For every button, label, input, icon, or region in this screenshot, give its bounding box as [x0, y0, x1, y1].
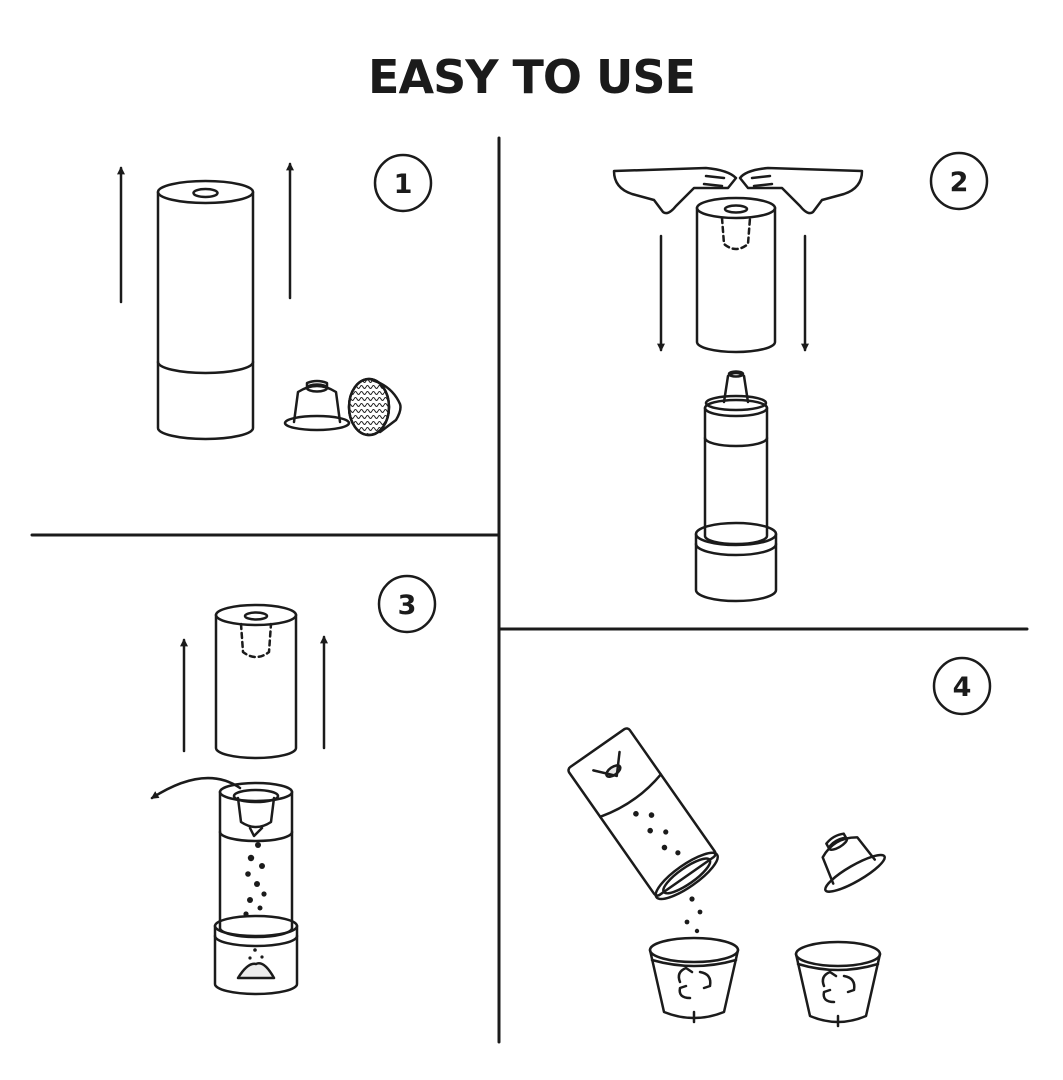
coffee-grounds-icon — [243, 842, 267, 960]
curved-arrow-icon — [150, 776, 242, 800]
step-badge-4: 4 — [932, 656, 992, 716]
grinder-top-cap-icon — [695, 196, 777, 354]
panel-2-illustration — [612, 166, 864, 603]
coffee-capsule-foil-icon — [347, 377, 402, 437]
coffee-capsule-icon — [283, 379, 351, 432]
step-badge-1: 1 — [373, 153, 433, 213]
recycle-bin-icon — [648, 936, 740, 1024]
panel-3-illustration — [150, 603, 328, 996]
panel-4-illustration — [567, 727, 886, 1028]
panel-1-illustration — [117, 162, 402, 441]
falling-grounds-icon — [684, 896, 703, 934]
grinder-body-open-icon — [213, 781, 299, 996]
step-number-3: 3 — [398, 590, 417, 621]
panel-dividers — [30, 136, 1029, 1044]
hand-right-icon — [738, 166, 864, 215]
hand-left-icon — [612, 166, 738, 215]
grinder-tilted-pouring-icon — [567, 727, 719, 901]
step-number-1: 1 — [394, 169, 413, 200]
step-number-2: 2 — [950, 167, 969, 198]
step-badge-2: 2 — [929, 151, 989, 211]
grinder-top-cap-icon — [214, 603, 298, 760]
page-title: EASY TO USE — [368, 50, 696, 104]
grinder-body-with-capsule-icon — [694, 370, 778, 603]
step-badge-3: 3 — [377, 574, 437, 634]
recycle-bin-icon — [794, 940, 882, 1028]
step-number-4: 4 — [953, 672, 972, 703]
grinder-closed-icon — [156, 179, 255, 441]
coffee-capsule-tilted-icon — [821, 832, 886, 893]
